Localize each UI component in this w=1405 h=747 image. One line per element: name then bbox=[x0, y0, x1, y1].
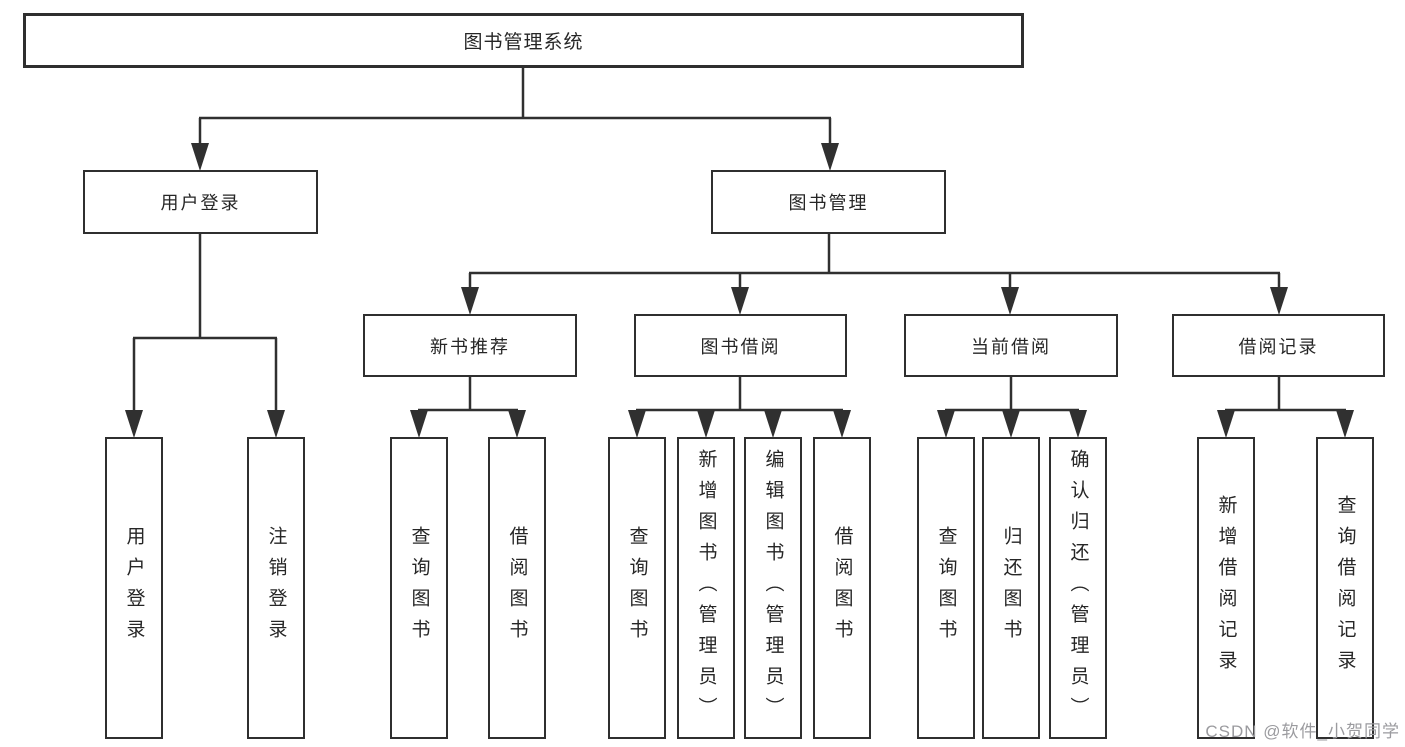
leaf-borrow-books-recommend-label: 借阅图书 bbox=[506, 526, 528, 650]
leaf-confirm-return-admin-label: 确认归还（管理员） bbox=[1067, 448, 1089, 728]
leaf-confirm-return-admin: 确认归还（管理员） bbox=[1049, 437, 1107, 739]
node-new-book-recommendation: 新书推荐 bbox=[363, 314, 577, 377]
watermark: CSDN @软件_小贺同学 bbox=[1205, 722, 1400, 741]
node-book-borrowing: 图书借阅 bbox=[634, 314, 847, 377]
node-borrowing-records: 借阅记录 bbox=[1172, 314, 1385, 377]
leaf-search-borrow-record: 查询借阅记录 bbox=[1316, 437, 1374, 739]
leaf-search-books-borrowing-label: 查询图书 bbox=[626, 526, 648, 650]
leaf-borrow-books-recommend: 借阅图书 bbox=[488, 437, 546, 739]
leaf-search-books-borrowing: 查询图书 bbox=[608, 437, 666, 739]
leaf-return-books-label: 归还图书 bbox=[1000, 526, 1022, 650]
leaf-edit-book-admin-label: 编辑图书（管理员） bbox=[762, 448, 784, 728]
leaf-user-login-label: 用户登录 bbox=[123, 526, 145, 650]
node-user-login: 用户登录 bbox=[83, 170, 318, 234]
node-library-system: 图书管理系统 bbox=[23, 13, 1024, 68]
leaf-add-book-admin: 新增图书（管理员） bbox=[677, 437, 735, 739]
leaf-add-borrow-record: 新增借阅记录 bbox=[1197, 437, 1255, 739]
leaf-edit-book-admin: 编辑图书（管理员） bbox=[744, 437, 802, 739]
leaf-user-login: 用户登录 bbox=[105, 437, 163, 739]
leaf-return-books: 归还图书 bbox=[982, 437, 1040, 739]
leaf-logout-label: 注销登录 bbox=[265, 526, 287, 650]
leaf-add-book-admin-label: 新增图书（管理员） bbox=[695, 448, 717, 728]
leaf-add-borrow-record-label: 新增借阅记录 bbox=[1215, 495, 1237, 681]
leaf-search-books-current: 查询图书 bbox=[917, 437, 975, 739]
leaf-borrow-books-borrowing: 借阅图书 bbox=[813, 437, 871, 739]
leaf-borrow-books-borrowing-label: 借阅图书 bbox=[831, 526, 853, 650]
leaf-search-books-recommend: 查询图书 bbox=[390, 437, 448, 739]
leaf-search-borrow-record-label: 查询借阅记录 bbox=[1334, 495, 1356, 681]
leaf-search-books-recommend-label: 查询图书 bbox=[408, 526, 430, 650]
leaf-logout: 注销登录 bbox=[247, 437, 305, 739]
node-current-borrowing: 当前借阅 bbox=[904, 314, 1118, 377]
node-book-management: 图书管理 bbox=[711, 170, 946, 234]
leaf-search-books-current-label: 查询图书 bbox=[935, 526, 957, 650]
